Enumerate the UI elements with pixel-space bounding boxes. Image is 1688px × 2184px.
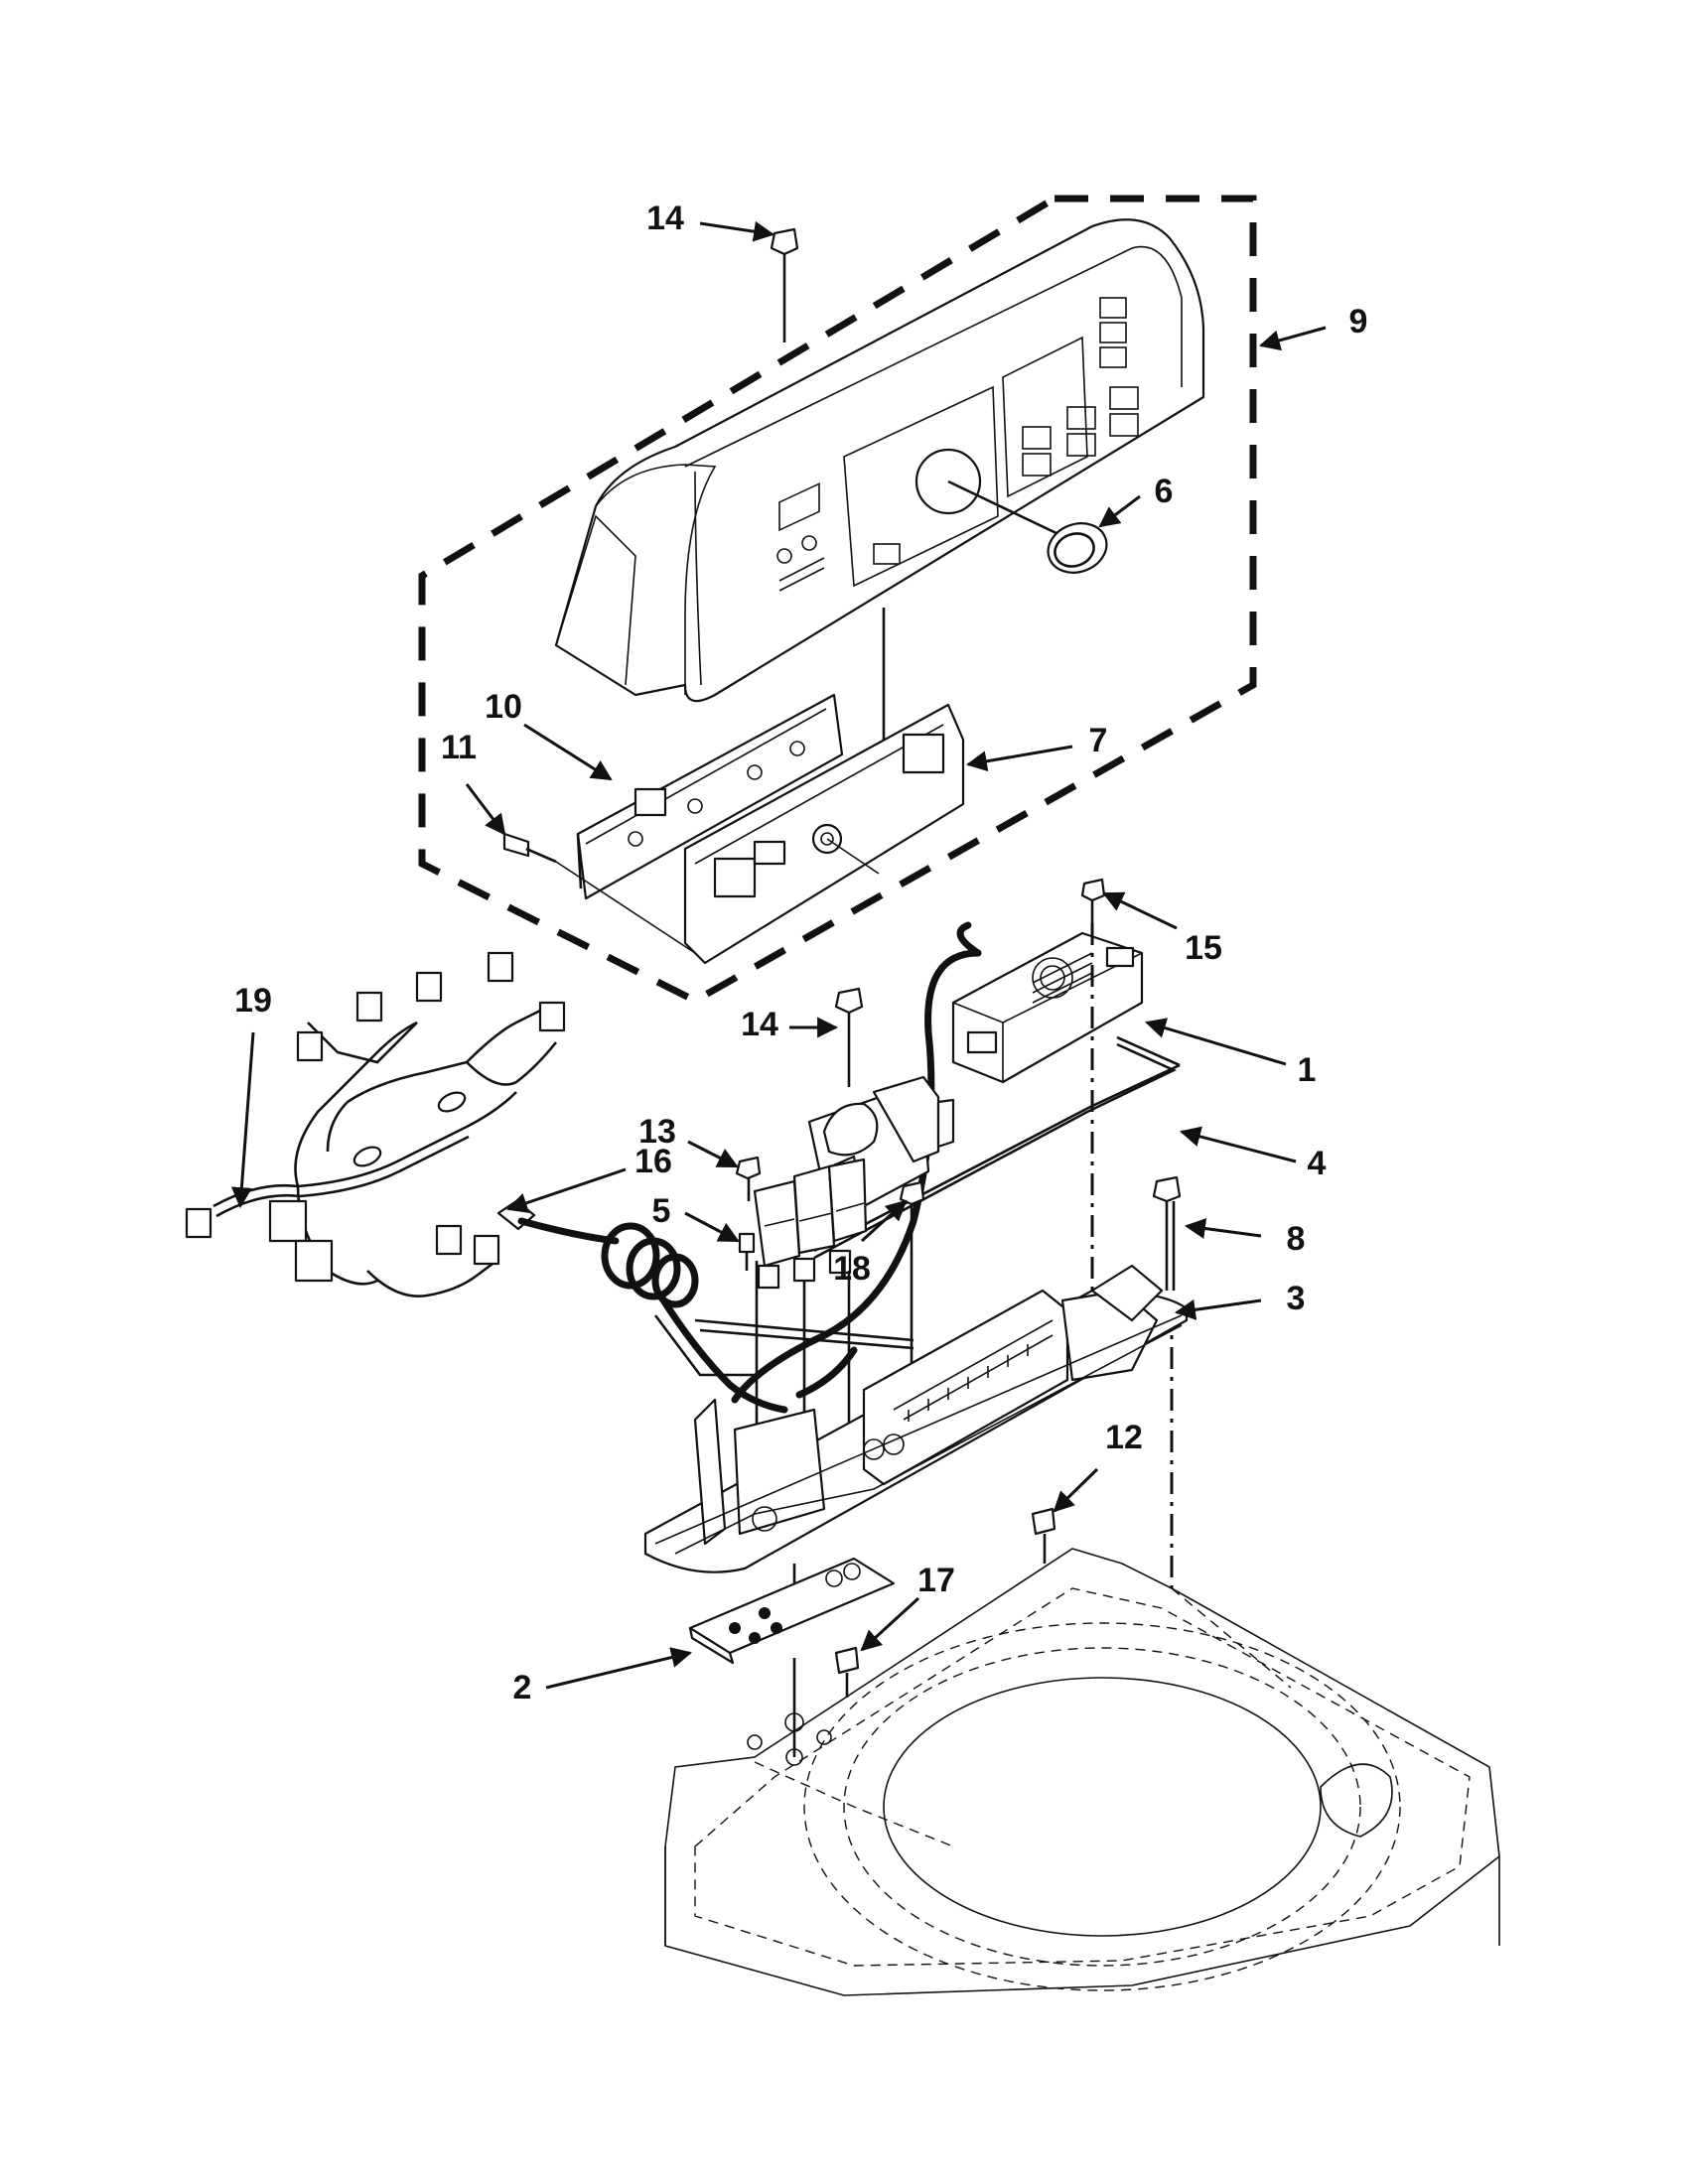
wire-harness (185, 951, 566, 1297)
screw-13 (735, 1156, 762, 1201)
console-panel (554, 218, 1205, 703)
callout-1: 1 (1297, 1051, 1317, 1089)
module-harness (731, 949, 982, 1404)
mounting-plate (688, 1557, 896, 1665)
clip-17 (834, 1646, 860, 1698)
callout-5: 5 (651, 1192, 671, 1230)
clip-5 (738, 1232, 756, 1271)
water-valve (753, 1075, 955, 1290)
console-assembly-boundary (418, 195, 1257, 1005)
internal-wire (694, 1318, 914, 1350)
callout-8: 8 (1286, 1220, 1306, 1258)
control-bracket (576, 693, 844, 900)
screw-14-upper (770, 227, 799, 342)
callout-18: 18 (833, 1250, 871, 1288)
callout-9: 9 (1348, 303, 1368, 341)
callout-4: 4 (1307, 1145, 1327, 1182)
callout-6: 6 (1154, 473, 1174, 510)
callout-2: 2 (512, 1669, 532, 1706)
user-interface-board (683, 703, 965, 965)
callout-3: 3 (1286, 1280, 1306, 1317)
callout-19: 19 (234, 982, 272, 1020)
washer-top-phantom (664, 1548, 1500, 1996)
callout-15: 15 (1185, 929, 1222, 967)
power-cord (496, 1199, 858, 1414)
screw-14-lower (834, 987, 864, 1087)
screw-11 (502, 832, 696, 954)
callout-10: 10 (485, 688, 522, 726)
screw-8 (1152, 1175, 1182, 1291)
callout-14-upper: 14 (646, 200, 684, 237)
callout-leaders (230, 220, 1327, 1690)
callout-16: 16 (634, 1143, 672, 1180)
screw-15 (1080, 878, 1106, 923)
knob (947, 479, 1108, 574)
console-base (643, 1264, 1189, 1573)
callout-14-lower: 14 (741, 1006, 778, 1043)
callout-12: 12 (1105, 1419, 1143, 1456)
callout-13: 13 (638, 1113, 676, 1151)
callout-7: 7 (1088, 722, 1108, 759)
clip-12 (1031, 1507, 1056, 1564)
main-control-module (951, 931, 1144, 1084)
callout-17: 17 (917, 1562, 955, 1599)
callout-11: 11 (441, 729, 477, 766)
